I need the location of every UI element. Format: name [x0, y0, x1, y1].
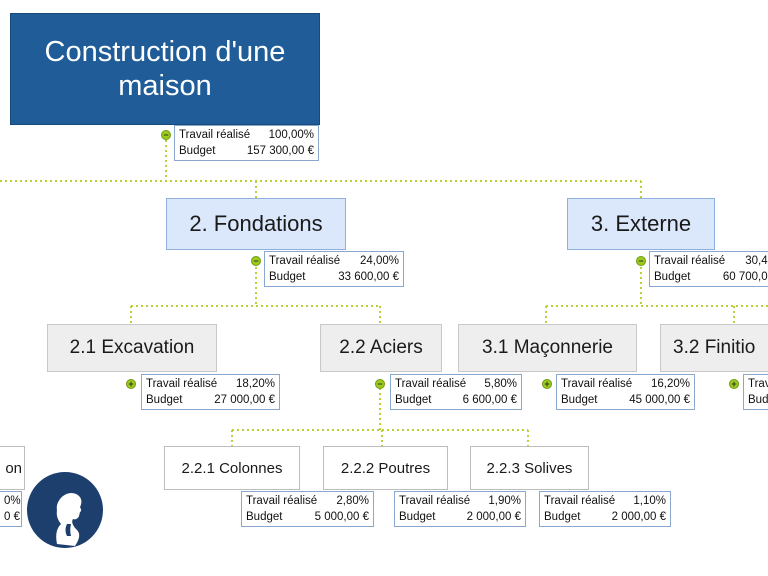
budget-label: Budget	[146, 394, 183, 406]
root-node[interactable]: Construction d'une maison	[10, 13, 320, 125]
thinker-logo-icon	[27, 472, 103, 548]
work-value: 30,40	[745, 255, 768, 267]
budget-label: Bud	[748, 394, 768, 406]
budget-label: Budget	[395, 394, 432, 406]
expand-icon[interactable]: +	[126, 379, 136, 389]
budget-label: Budget	[561, 394, 598, 406]
budget-value: 27 000,00 €	[214, 394, 275, 406]
budget-value: 2 000,00 €	[611, 511, 666, 523]
node-label: 3.1 Maçonnerie	[482, 337, 613, 358]
node-label: 3.2 Finitio	[673, 337, 756, 358]
node-excavation[interactable]: 2.1 Excavation	[47, 324, 217, 372]
budget-value: 0 €	[4, 511, 20, 523]
expand-icon[interactable]: +	[542, 379, 552, 389]
node-label: 3. Externe	[590, 211, 692, 236]
node-maconnerie[interactable]: 3.1 Maçonnerie	[458, 324, 637, 372]
work-label: Travail réalisé	[246, 495, 318, 507]
node-solives[interactable]: 2.2.3 Solives	[470, 446, 589, 490]
node-label: 2. Fondations	[189, 211, 323, 236]
node-colonnes[interactable]: 2.2.1 Colonnes	[164, 446, 300, 490]
budget-label: Budget	[399, 511, 436, 523]
poutres-info-box: Travail réalisé 1,90% Budget 2 000,00 €	[394, 491, 526, 527]
budget-value: 2 000,00 €	[466, 511, 521, 523]
work-value: 1,90%	[488, 495, 521, 507]
work-value: 18,20%	[235, 378, 275, 390]
root-info-box: Travail réalisé 100,00% Budget 157 300,00 …	[174, 125, 319, 161]
budget-value: 60 700,00	[722, 271, 768, 283]
node-label: 2.2.3 Solives	[486, 459, 573, 477]
externe-info-box: Travail réalisé 30,40 Budget 60 700,00	[649, 251, 768, 287]
budget-label: Budget	[544, 511, 581, 523]
work-label: Travail réalisé	[561, 378, 633, 390]
solives-info-box: Travail réalisé 1,10% Budget 2 000,00 €	[539, 491, 671, 527]
node-aciers[interactable]: 2.2 Aciers	[320, 324, 442, 372]
node-left-cropped[interactable]: on	[0, 446, 25, 490]
work-label: Trav	[748, 378, 768, 390]
budget-label: Budget	[654, 271, 691, 283]
budget-value: 45 000,00 €	[629, 394, 690, 406]
maconnerie-info-box: Travail réalisé 16,20% Budget 45 000,00 €	[556, 374, 695, 410]
budget-value: 6 600,00 €	[462, 394, 517, 406]
work-value: 2,80%	[336, 495, 369, 507]
node-finitions[interactable]: 3.2 Finitio	[660, 324, 768, 372]
budget-value: 33 600,00 €	[338, 271, 399, 283]
work-value: 0%	[4, 495, 21, 507]
collapse-icon[interactable]: −	[251, 256, 261, 266]
work-label: Travail réalisé	[544, 495, 616, 507]
work-value: 1,10%	[633, 495, 666, 507]
collapse-icon[interactable]: −	[161, 130, 171, 140]
node-label: 2.2.1 Colonnes	[181, 459, 283, 477]
budget-label: Budget	[179, 145, 216, 157]
root-title-line2: maison	[118, 70, 212, 102]
node-externe[interactable]: 3. Externe	[567, 198, 715, 250]
work-value: 16,20%	[650, 378, 690, 390]
colonnes-info-box: Travail réalisé 2,80% Budget 5 000,00 €	[241, 491, 374, 527]
node-label: 2.1 Excavation	[69, 337, 195, 358]
work-label: Travail réalisé	[179, 129, 251, 141]
root-title-line1: Construction d'une	[44, 36, 286, 68]
node-label: on	[5, 459, 22, 477]
aciers-info-box: Travail réalisé 5,80% Budget 6 600,00 €	[390, 374, 522, 410]
work-label: Travail réalisé	[269, 255, 341, 267]
collapse-icon[interactable]: −	[636, 256, 646, 266]
work-label: Travail réalisé	[654, 255, 726, 267]
node-fondations[interactable]: 2. Fondations	[166, 198, 346, 250]
node-label: 2.2.2 Poutres	[340, 459, 431, 477]
node-label: 2.2 Aciers	[339, 337, 423, 358]
work-value: 5,80%	[484, 378, 517, 390]
finitions-info-box: Trav Bud	[743, 374, 768, 410]
budget-value: 5 000,00 €	[314, 511, 369, 523]
budget-label: Budget	[246, 511, 283, 523]
budget-label: Budget	[269, 271, 306, 283]
left-info-box: 0% 0 €	[0, 491, 22, 527]
excavation-info-box: Travail réalisé 18,20% Budget 27 000,00 €	[141, 374, 280, 410]
collapse-icon[interactable]: −	[375, 379, 385, 389]
work-label: Travail réalisé	[399, 495, 471, 507]
work-label: Travail réalisé	[146, 378, 218, 390]
budget-value: 157 300,00 €	[246, 145, 314, 157]
work-value: 24,00%	[359, 255, 399, 267]
node-poutres[interactable]: 2.2.2 Poutres	[323, 446, 448, 490]
work-label: Travail réalisé	[395, 378, 467, 390]
fondations-info-box: Travail réalisé 24,00% Budget 33 600,00 €	[264, 251, 404, 287]
expand-icon[interactable]: +	[729, 379, 739, 389]
work-value: 100,00%	[268, 129, 314, 141]
